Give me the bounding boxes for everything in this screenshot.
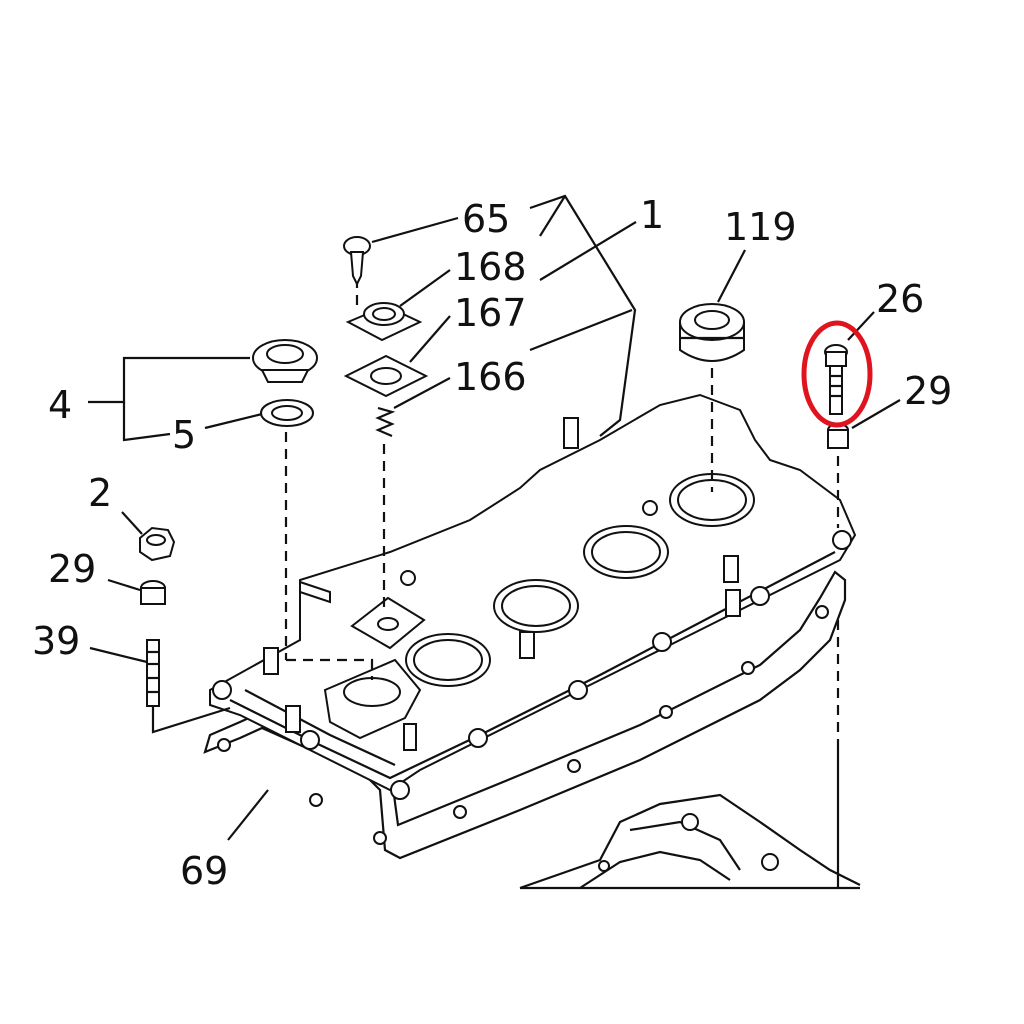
bolt-26	[824, 344, 848, 415]
callout-26: 26	[876, 277, 924, 321]
callout-1: 1	[640, 193, 664, 237]
callout-168: 168	[454, 245, 527, 289]
leader-lines	[88, 194, 901, 841]
damper-168	[345, 302, 423, 342]
callout-65: 65	[462, 197, 510, 241]
callout-167: 167	[454, 291, 527, 335]
collar-29-left	[140, 580, 166, 605]
seal-ring-5	[260, 399, 314, 427]
assembly-guide-lines	[284, 278, 840, 888]
cylinder-head-cover-1	[209, 393, 857, 800]
engine-block	[519, 793, 861, 890]
callout-39: 39	[32, 619, 80, 663]
highlight-circle	[801, 320, 873, 428]
callout-4: 4	[48, 383, 72, 427]
stud-39	[146, 639, 160, 707]
nut-2	[139, 526, 176, 562]
callout-29-left: 29	[48, 547, 96, 591]
spring-166	[375, 406, 396, 438]
screw-65	[343, 236, 371, 287]
callout-119: 119	[724, 205, 797, 249]
callout-29-right: 29	[904, 369, 952, 413]
callout-166: 166	[454, 355, 527, 399]
oil-filler-cap-4	[252, 339, 318, 383]
callout-69: 69	[180, 849, 228, 893]
collar-29-right	[827, 423, 849, 449]
callout-2: 2	[88, 471, 112, 515]
plug-seal-119	[679, 303, 745, 362]
callout-labels: 65 1 119 168 167 166 26 29 4 5 2 29 39 6…	[32, 193, 952, 893]
callout-5: 5	[172, 413, 196, 457]
plate-167	[343, 354, 429, 398]
